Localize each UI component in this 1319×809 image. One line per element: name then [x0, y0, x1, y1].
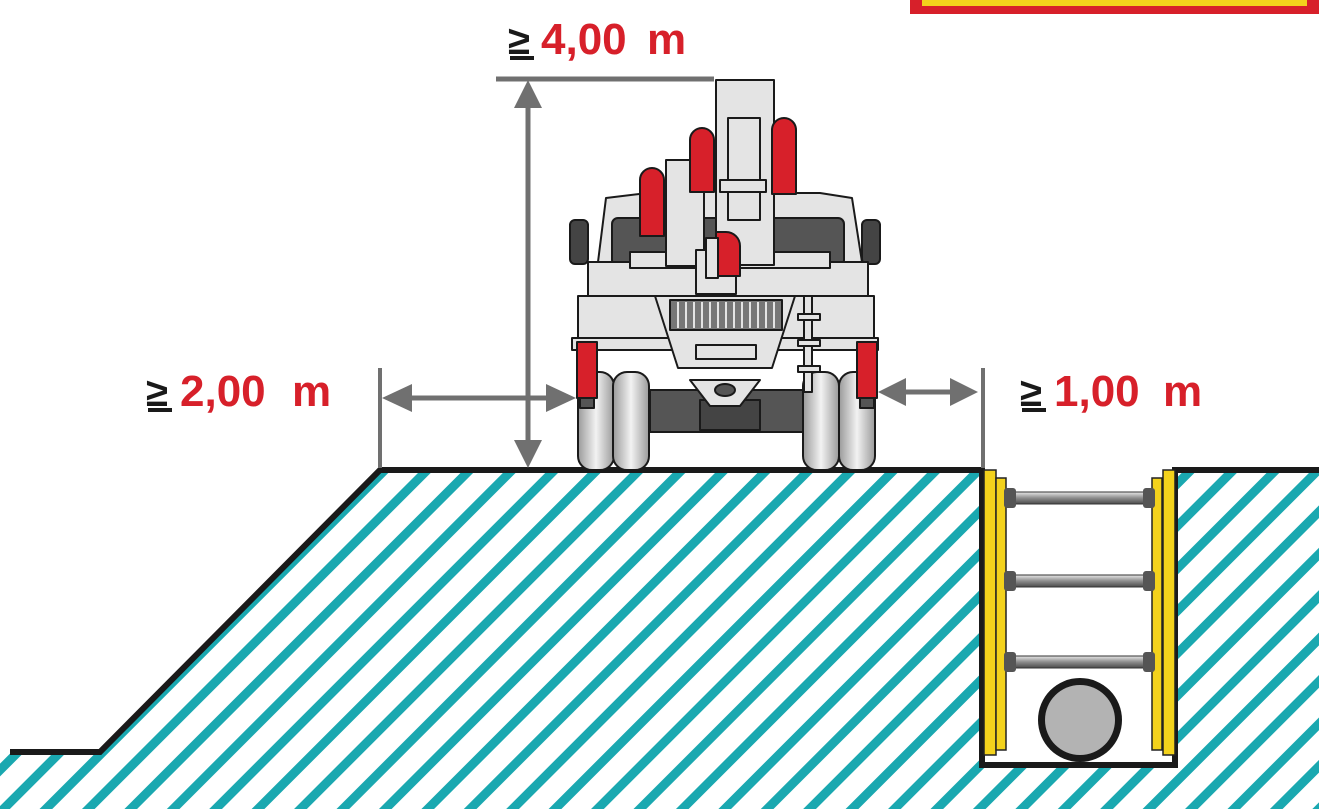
label-height-symbol: ≥ [508, 19, 530, 63]
label-trench-value: 1,00 [1054, 367, 1140, 416]
earth-hatch [0, 470, 1319, 809]
dimension-lines [378, 76, 985, 468]
label-slope-value: 2,00 [180, 367, 266, 416]
crane-truck-icon [569, 79, 881, 471]
label-trench-unit: m [1163, 367, 1202, 416]
label-height-unit: m [647, 15, 686, 64]
label-trench-symbol: ≥ [1020, 371, 1042, 415]
pipe-icon [1038, 678, 1122, 762]
warning-sign-fragment [910, 0, 1319, 14]
trench-shoring-icon [983, 469, 1176, 762]
label-slope-unit: m [292, 367, 331, 416]
label-height: ≥ 4,00 m [508, 15, 686, 64]
ground [0, 467, 1319, 809]
label-slope-symbol: ≥ [146, 371, 168, 415]
label-slope: ≥ 2,00 m [146, 367, 331, 416]
strut-rods [1004, 488, 1155, 672]
symbol-underlines [148, 56, 1046, 412]
label-trench: ≥ 1,00 m [1020, 367, 1202, 416]
label-height-value: 4,00 [541, 15, 627, 64]
